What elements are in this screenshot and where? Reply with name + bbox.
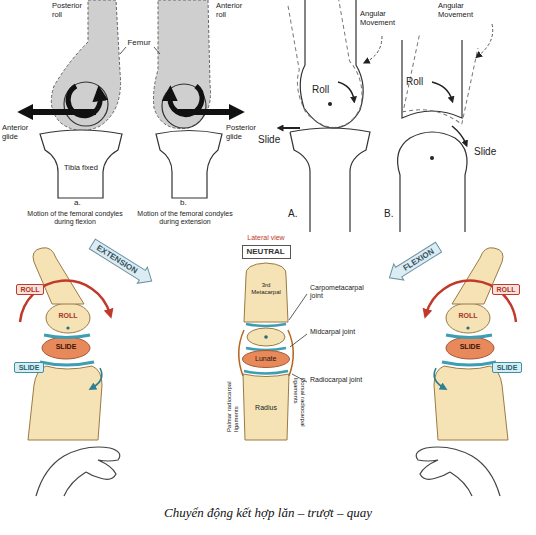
- roll-label: ROLL: [492, 284, 520, 295]
- motion-arrow: FLEXION: [384, 239, 443, 286]
- knee-extension-figure: [154, 0, 233, 198]
- roll-arrow: [338, 82, 354, 100]
- femur-moved-outline: [283, 0, 367, 133]
- bone-label: 3rd Metacarpal: [246, 282, 286, 296]
- figure-letter: A.: [288, 208, 306, 220]
- slide-label: SLIDE: [492, 362, 522, 373]
- lunate-bone: [42, 337, 90, 359]
- leader-line: [120, 47, 126, 54]
- motion-label: Posterior glide: [226, 124, 260, 141]
- figure-caption: Motion of the femoral condyles during ex…: [130, 210, 240, 226]
- capitate-bone: [46, 303, 90, 333]
- slide-arrow: [92, 368, 102, 388]
- figure-caption: Chuyển động kết hợp lăn – trượt – quay: [0, 505, 536, 521]
- glide-arrow: [178, 109, 232, 115]
- figure-caption: Motion of the femoral condyles during fl…: [20, 210, 130, 226]
- femoral-condyle: [64, 82, 108, 126]
- carpometacarpal-band: [246, 324, 286, 326]
- motion-label: Posterior roll: [52, 2, 86, 19]
- axis-dot: [328, 102, 332, 106]
- midcarpal-band: [44, 335, 90, 338]
- node-text: Lunate: [255, 355, 290, 363]
- midcarpal-band: [246, 348, 286, 350]
- upper-bone-moved-outline: [403, 36, 478, 125]
- slide-arrow: [452, 126, 466, 144]
- motion-label: Angular Movement: [438, 2, 486, 19]
- joint-label: Carpometacarpal joint: [310, 284, 372, 300]
- arrow-shape: [384, 239, 443, 286]
- roll-slide-figure-a: [280, 0, 382, 232]
- arrow-shape: [87, 235, 156, 288]
- radiocarpal-band: [244, 371, 288, 374]
- glide-arrow: [30, 109, 96, 115]
- leader-line: [154, 47, 160, 54]
- lunate-bone: Lunate: [242, 350, 290, 368]
- roll-label: ROLL: [54, 312, 82, 320]
- axis-dot: [264, 335, 268, 339]
- capitate-bone: [247, 328, 285, 346]
- bone-label: Radius: [250, 404, 282, 412]
- bone-shape: [243, 351, 290, 368]
- node-text: NEUTRAL: [247, 247, 291, 256]
- slide-arrow: [280, 127, 300, 129]
- ligament-label: Dorsal radiocarpal ligaments: [292, 378, 306, 432]
- hand-outline: [36, 447, 120, 496]
- box-shape: [242, 246, 290, 259]
- roll-slide-figure-b: [398, 24, 493, 232]
- tibia-bone: [40, 130, 122, 198]
- upper-bone-outline: [402, 40, 462, 118]
- palmar-ligament: [239, 330, 244, 376]
- motion-label: Roll: [312, 84, 336, 96]
- ligament-label: Palmar radiocarpal ligaments: [226, 378, 240, 432]
- leader-line: [289, 294, 307, 320]
- bone-label: Femur: [124, 38, 154, 47]
- motion-label: Slide: [474, 146, 504, 158]
- angular-arrow: [366, 36, 382, 62]
- wrist-neutral-figure: [239, 263, 307, 440]
- bone-label: Tibia fixed: [60, 164, 102, 173]
- joint-label: Radiocarpal joint: [310, 376, 366, 384]
- view-label: Lateral view: [238, 234, 294, 242]
- radius-bone: [243, 374, 289, 440]
- radiocarpal-band: [40, 362, 94, 365]
- motion-label: Anterior glide: [2, 124, 36, 141]
- motion-arrow: EXTENSION: [87, 235, 156, 288]
- roll-label: ROLL: [454, 312, 482, 320]
- node-text: EXTENSION: [95, 242, 154, 284]
- dorsal-ligament: [288, 330, 293, 376]
- axis-dot: [66, 326, 69, 329]
- motion-label: Angular Movement: [360, 10, 402, 27]
- radius-bone: [28, 366, 102, 440]
- motion-label: Slide: [258, 134, 288, 146]
- metacarpal-bone: [33, 248, 84, 304]
- roll-label: ROLL: [16, 284, 44, 295]
- motion-label: Anterior roll: [216, 2, 250, 19]
- figure-letter: b.: [180, 198, 194, 207]
- metacarpal-bone: [244, 263, 288, 322]
- slide-label: SLIDE: [455, 343, 485, 351]
- lower-bone-outline: [398, 132, 468, 232]
- knee-flexion-figure: [30, 0, 126, 198]
- roll-arrow: [432, 82, 452, 100]
- position-box: NEUTRAL: [242, 245, 291, 259]
- joint-label: Midcarpal joint: [310, 328, 366, 336]
- slide-label: SLIDE: [51, 343, 81, 351]
- motion-label: Roll: [406, 76, 430, 88]
- figure-letter: a.: [74, 198, 88, 207]
- tibia-outline: [290, 128, 370, 232]
- femoral-condyle: [162, 84, 206, 128]
- slide-label: SLIDE: [14, 362, 44, 373]
- femur-outline: [300, 0, 363, 128]
- node-text: FLEXION: [401, 242, 441, 272]
- axis-dot: [430, 156, 434, 160]
- leader-line: [290, 334, 307, 347]
- angular-arrow: [478, 24, 493, 56]
- tibia-bone: [156, 131, 222, 199]
- figure-letter: B.: [384, 208, 402, 220]
